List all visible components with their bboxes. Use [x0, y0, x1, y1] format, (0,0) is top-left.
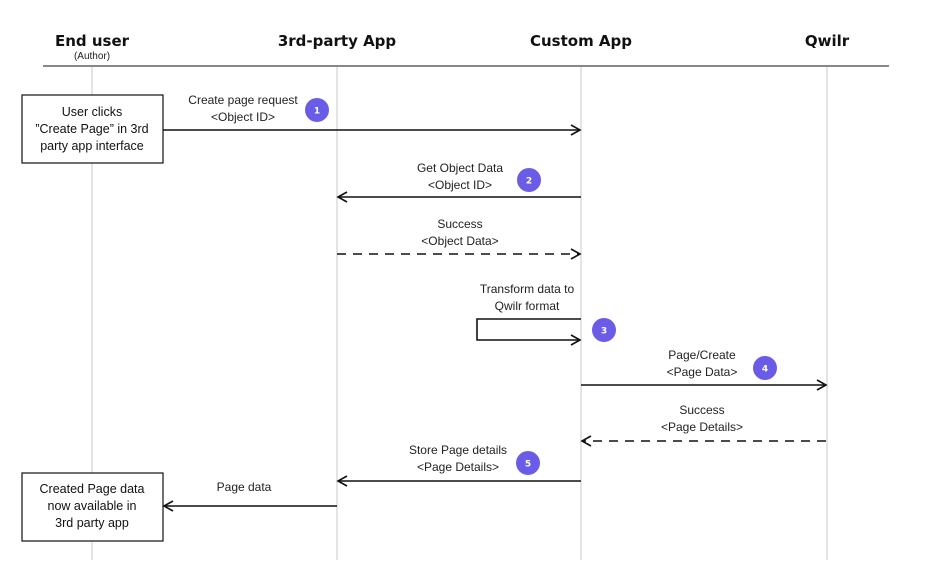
step-badge: [592, 318, 616, 342]
message-label: Success: [437, 217, 482, 231]
participant-third-party-app: 3rd-party App: [278, 32, 397, 50]
message-transform-data: Transform data to Qwilr format 3: [476, 282, 616, 346]
start-box-line: party app interface: [40, 139, 144, 153]
message-store-page-details: Store Page details <Page Details> 5: [336, 443, 581, 487]
step-badge-number: 4: [762, 365, 768, 375]
message-label: <Page Details>: [417, 460, 499, 474]
participant-qwilr: Qwilr: [805, 32, 850, 50]
message-label: <Object ID>: [211, 110, 275, 124]
message-page-create: Page/Create <Page Data> 4: [581, 348, 828, 391]
step-badge: [753, 356, 777, 380]
message-label: Store Page details: [409, 443, 507, 457]
step-badge-number: 1: [314, 107, 320, 117]
step-badge-number: 2: [526, 177, 532, 187]
message-create-page-request: Create page request <Object ID> 1: [163, 93, 582, 136]
message-label: Page data: [217, 480, 272, 494]
message-label: <Object ID>: [428, 178, 492, 192]
message-label: Create page request: [188, 93, 298, 107]
message-label: Success: [679, 403, 724, 417]
message-label: <Object Data>: [421, 234, 498, 248]
message-success-object-data: Success <Object Data>: [337, 217, 582, 260]
step-badge: [517, 168, 541, 192]
step-badge: [305, 98, 329, 122]
end-box-line: now available in: [48, 499, 137, 513]
start-box-line: ”Create Page” in 3rd: [35, 122, 148, 136]
message-label: Get Object Data: [417, 161, 503, 175]
start-action-box: User clicks ”Create Page” in 3rd party a…: [21, 94, 164, 164]
participant-end-user: End user: [55, 32, 130, 50]
step-badge-number: 3: [601, 327, 607, 337]
step-badge-number: 5: [525, 460, 531, 470]
end-box-line: 3rd party app: [55, 516, 129, 530]
message-label: Transform data to: [480, 282, 575, 296]
message-success-page-details: Success <Page Details>: [580, 403, 826, 447]
message-label: Page/Create: [668, 348, 736, 362]
step-badge: [516, 451, 540, 475]
message-label: Qwilr format: [495, 299, 560, 313]
message-label: <Page Data>: [667, 365, 738, 379]
end-result-box: Created Page data now available in 3rd p…: [21, 472, 164, 542]
end-box-line: Created Page data: [40, 482, 145, 496]
arrow-self-loop: [476, 318, 582, 346]
participant-custom-app: Custom App: [530, 32, 632, 50]
start-box-line: User clicks: [62, 105, 122, 119]
message-page-data: Page data: [162, 480, 337, 512]
message-get-object-data: Get Object Data <Object ID> 2: [336, 161, 581, 203]
message-label: <Page Details>: [661, 420, 743, 434]
participant-end-user-role: (Author): [74, 51, 110, 62]
